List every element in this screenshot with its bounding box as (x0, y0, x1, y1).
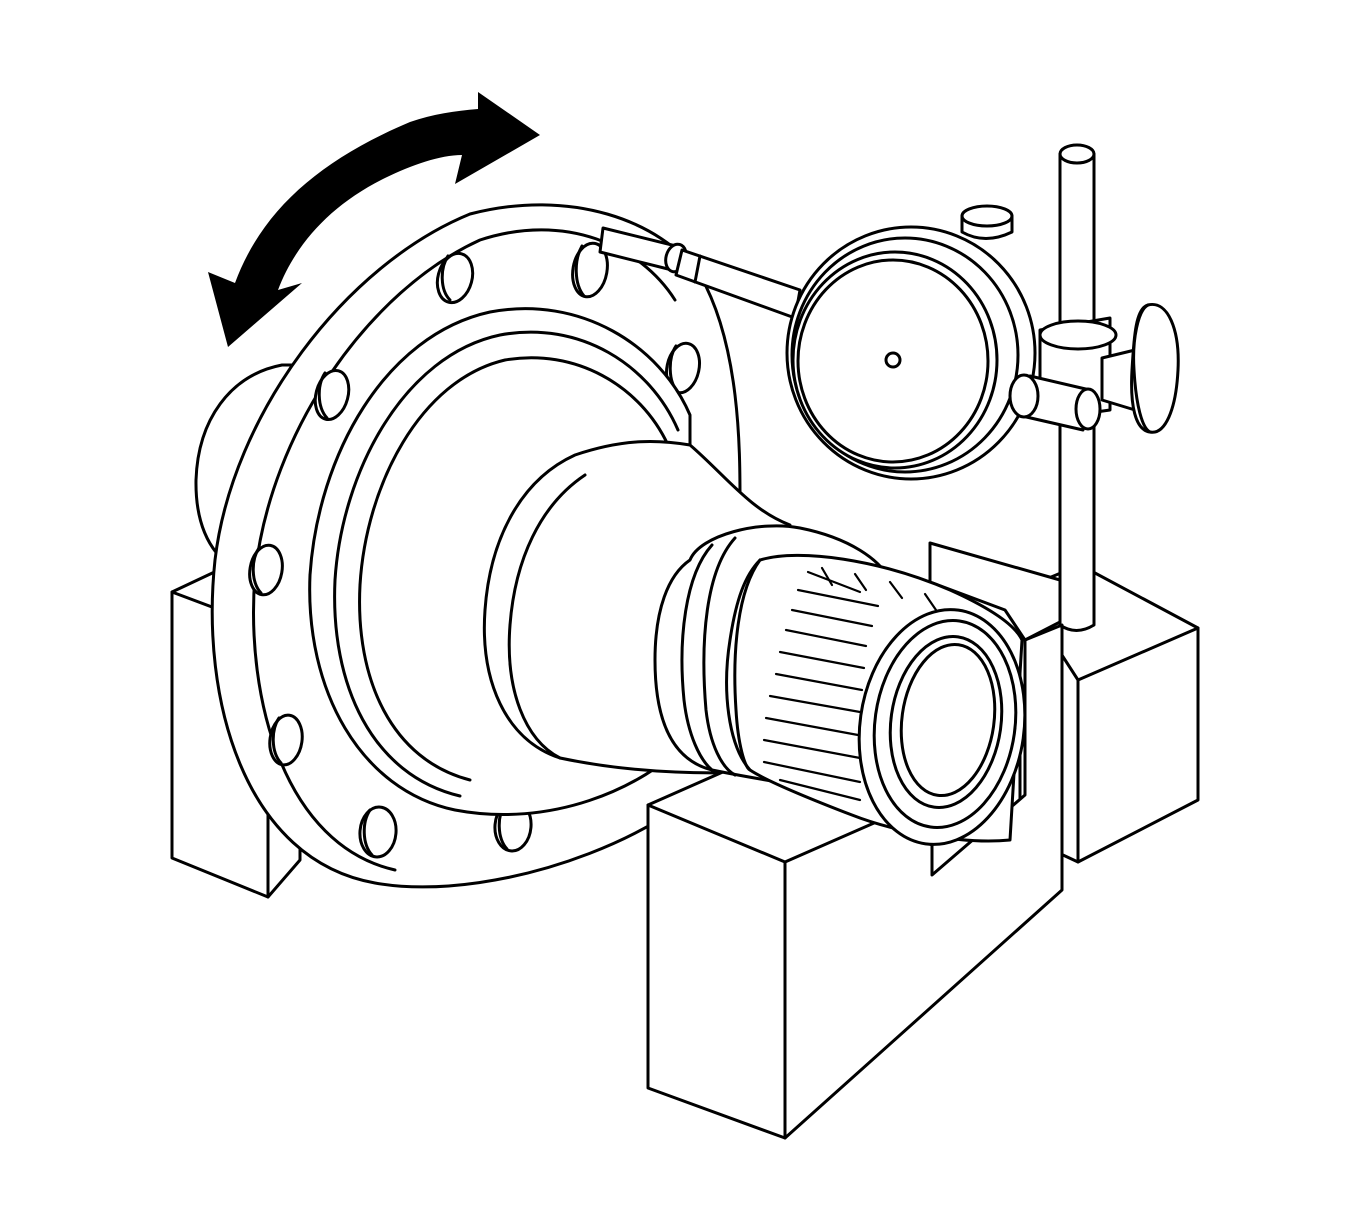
bolt-hole-icon (313, 368, 351, 422)
bolt-hole-icon (435, 251, 475, 305)
rotation-arrow-icon (208, 92, 540, 347)
spline-teeth-icon (762, 566, 938, 802)
indicator-clamp-icon (1008, 303, 1180, 434)
bolt-hole-icon (268, 713, 304, 767)
indicator-stand-post-icon (960, 143, 1096, 632)
flange-icon (210, 203, 792, 889)
bolt-hole-icon (571, 241, 609, 299)
dial-indicator-icon (598, 225, 1037, 481)
bolt-hole-icon (358, 805, 398, 859)
splined-shaft-icon (653, 524, 1027, 846)
bolt-hole-icon (248, 543, 284, 597)
